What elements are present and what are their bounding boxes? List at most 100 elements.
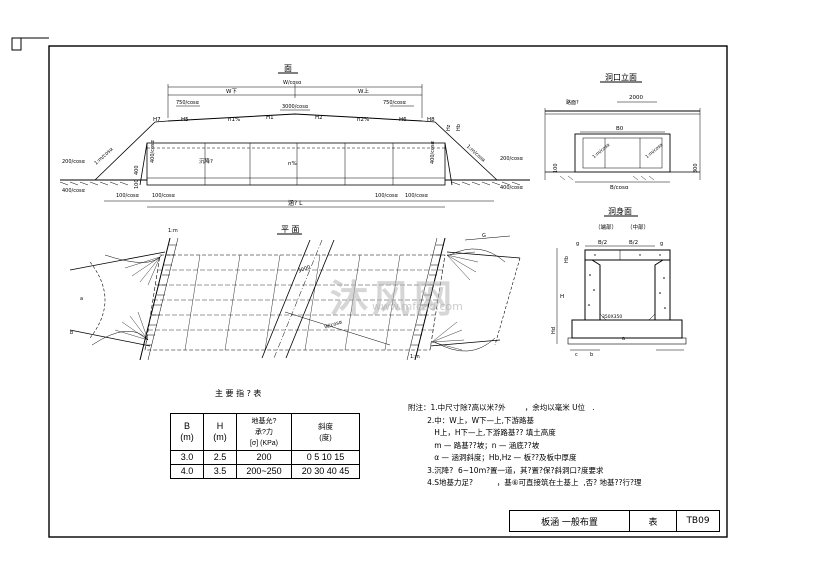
section-left-tag: （端部） [595,223,617,231]
title-block-name: 板涵 一般布置 [510,511,630,531]
right-100b-label: 100/cosα [375,193,399,199]
left-100-label: 100/cosα [116,193,140,199]
header-ground: 地基允?承?力[σ] (KPa) [236,413,292,451]
portal-slope1: 1:m/cosα [591,142,611,160]
watermark-url: www.mfcad.com [372,300,463,313]
portal-pave: 路面? [566,99,579,106]
plan-title: 平 面 [281,225,300,234]
plan-1m: 1:m [168,228,178,234]
section-title: 洞身面 [608,206,632,216]
section-h: H [560,294,564,300]
section-g-left: g [576,241,579,247]
table-title: 主 要 指 ? 表 [215,388,261,398]
label-n1: n1% [228,117,240,123]
cell-ground: 200 [236,450,292,465]
cell-h: 2.5 [203,450,237,465]
label-h2: H2 [315,115,323,121]
left-100b-label: 100/cosα [152,193,176,199]
dim-400: 400 [134,165,140,175]
title-block-code: TB09 [686,516,710,526]
note-line: m — 路基??坡；n — 涵底??坡 [408,440,540,450]
portal-title: 洞口立面 [605,72,637,82]
title-block: 板涵 一般布置 表 TB09 [509,510,720,532]
drawing-frame [48,45,728,538]
portal-slope2: 1:m/cosα [644,142,664,160]
elev-right-top: 750/cosα [383,100,407,106]
elev-center-top: 3000/cosα [282,104,309,110]
right-vertical-label: 400/cosα [430,140,436,164]
elev-w-down: W下 [226,88,237,95]
section-right-tag: （中部） [627,223,649,231]
label-h6: H6 [399,117,407,123]
label-h7: H7 [153,117,161,123]
cell-skew: 20 30 40 45 [291,464,360,479]
portal-d100: 100 [553,163,559,173]
section-g-right: g [660,241,663,247]
left-400-label: 400/cosα [62,188,86,194]
note-line: H上，H下—上,下游路基?? 填土高度 [408,428,556,437]
portal-view: 洞口立面 2000 路面? B0 1:m/cosα 1:m/cosα B/cos… [544,72,701,191]
plan-g: G [482,233,486,239]
section-a: a [622,336,625,342]
section-chamfer: 350X350 [602,314,622,320]
label-hb: Hb [456,124,462,131]
plan-3000: 3000 [297,264,311,274]
section-b2-right: B/2 [629,240,638,246]
left-200-label: 200/cosα [62,159,86,165]
elev-left-top: 750/cosα [176,100,200,106]
table-header-row: B(m) H(m) 地基允?承?力[σ] (KPa) 斜度(度) [170,413,360,451]
notes-block: 附注：1.中尺寸除?高以米?外 ，余均以毫米 U位 . 2.中：W上，W下—上,… [408,402,708,490]
label-h8: H8 [427,117,435,123]
cell-skew: 0 5 10 15 [291,450,360,465]
note-line: 2.中：W上，W下—上,下游路基 [408,415,534,425]
section-hd: Hd [551,327,557,334]
plan-b: b [70,330,73,336]
section-c: c [575,352,578,358]
plan-1m2: 1:m [410,354,420,360]
portal-d300: 300 [693,163,699,173]
right-100-label: 100/cosα [405,193,429,199]
left-vertical-label: 400/cosα [150,139,156,163]
watermark-text: 沐风网 [330,277,457,321]
slope-right-label: 1:m/cosα [465,144,487,164]
label-n2: n2% [357,117,369,123]
npct-label: n% [288,161,297,167]
plan-w-cos: W/cosα [324,319,344,331]
portal-dim-2000: 2000 [629,95,643,101]
note-line: 4.S地基力足? ，基⑥可直接筑在土基上 ,否? 地基??行?理 [408,478,642,487]
note-line: 3.沉降? 6~10ｍ?置一道，其?置?保?斜洞口?度要求 [408,465,604,475]
header-h: H(m) [203,413,237,451]
table-row: 3.0 2.5 200 0 5 10 15 [170,450,360,465]
plan-view: 平 面 3000 W/cosα [69,225,521,361]
right-200-label: 200/cosα [500,156,524,162]
section-b2-left: B/2 [598,240,607,246]
plan-a: a [80,296,83,302]
portal-b0: B0 [616,126,624,132]
dim-100: 100 [134,179,140,189]
cell-ground: 200~250 [236,464,292,479]
settle-label: 沉降? [199,157,213,165]
note-line: α — 涵洞斜度；Hb,Hz — 板??及板中厚度 [408,453,577,462]
header-b: B(m) [170,413,204,451]
cell-h: 3.5 [203,464,237,479]
cell-b: 4.0 [170,464,204,479]
total-length-label: 涵? L [288,199,303,207]
label-h5: H5 [181,117,189,123]
table-row: 4.0 3.5 200~250 20 30 40 45 [170,464,360,479]
header-skew: 斜度(度) [291,413,360,451]
note-line: 附注：1.中尺寸除?高以米?外 ，余均以毫米 U位 . [408,403,595,412]
label-h1: H1 [266,115,274,121]
title-block-type: 表 [630,511,677,531]
section-hb: Hb [564,256,570,263]
section-b: b [590,352,593,358]
section-view: 洞身面 （端部） （中部） g B/2 B/2 g 350X350 H Hb H… [551,206,687,358]
elevation-view: 面 W/cosα W下 W上 750/cosα 750/cosα 3000/co… [59,64,530,208]
elev-w-up: W上 [358,87,369,95]
cell-b: 3.0 [170,450,204,465]
elevation-title: 面 [284,64,292,73]
right-400-label: 400/cosα [500,185,524,191]
portal-b-cos: B/cosα [610,185,629,191]
elev-w-total: W/cosα [283,80,302,86]
